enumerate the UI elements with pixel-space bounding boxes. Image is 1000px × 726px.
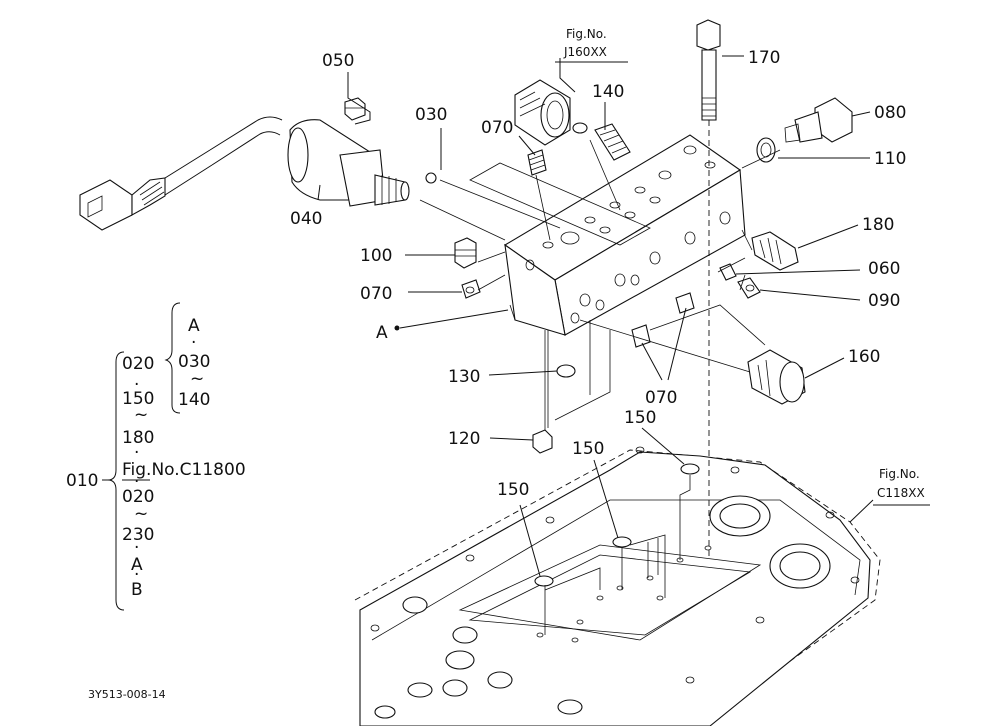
label-150-left: 150 — [497, 480, 529, 500]
plug-070b — [461, 279, 481, 299]
legend-sub-tilde: ~ — [190, 369, 204, 389]
label-130: 130 — [448, 367, 480, 387]
legend-dot: · — [134, 565, 139, 585]
part-labels: 050 030 070 140 170 080 110 040 180 100 … — [290, 48, 906, 500]
legend-item-150: 150 — [122, 389, 154, 409]
label-030: 030 — [415, 105, 447, 125]
legend-dot: · — [191, 333, 196, 353]
plug-070c — [631, 292, 695, 348]
legend-sub-030: 030 — [178, 352, 210, 372]
legend-dot: · — [134, 443, 139, 463]
drawing-code: 3Y513-008-14 — [88, 688, 166, 701]
label-070b: 070 — [360, 284, 392, 304]
legend-item-230: 230 — [122, 525, 154, 545]
legend-item-tilde: ~ — [134, 405, 148, 425]
assembly-legend: 010 020 · 150 ~ 180 · Fig.No.C11800 · 02… — [66, 302, 246, 611]
legend-dot: · — [134, 375, 139, 395]
label-070a: 070 — [481, 118, 513, 138]
legend-dot: · — [134, 538, 139, 558]
bolt-170 — [696, 19, 721, 560]
label-140: 140 — [592, 82, 624, 102]
label-150-middle: 150 — [572, 439, 604, 459]
legend-item-tilde2: ~ — [134, 504, 148, 524]
oring-130 — [556, 364, 576, 378]
oring-150-left — [534, 575, 554, 587]
base-plate — [354, 446, 881, 726]
label-160: 160 — [848, 347, 880, 367]
figref-right-fig: Fig.No. — [879, 467, 920, 481]
oring-150-middle — [612, 536, 632, 548]
oring-150-right — [680, 463, 700, 475]
label-040: 040 — [290, 209, 322, 229]
label-110: 110 — [874, 149, 906, 169]
legend-item-180: 180 — [122, 428, 154, 448]
washer-110 — [756, 137, 776, 163]
plug-070a — [527, 149, 547, 176]
label-180: 180 — [862, 215, 894, 235]
label-100: 100 — [360, 246, 392, 266]
legend-item-020: 020 — [122, 354, 154, 374]
sensor-160 — [747, 349, 806, 405]
label-A: A — [376, 323, 388, 343]
plug-060 — [719, 263, 737, 281]
fitting-180 — [751, 231, 799, 271]
legend-item-A: A — [131, 555, 143, 575]
label-120: 120 — [448, 429, 480, 449]
relief-140 — [594, 123, 631, 161]
dot-A — [394, 325, 400, 331]
filter-100 — [454, 237, 477, 269]
valve-block — [503, 134, 746, 336]
label-080: 080 — [874, 103, 906, 123]
legend-item-020b: 020 — [122, 487, 154, 507]
legend-sub-A: A — [188, 316, 200, 336]
strainer-120 — [532, 429, 553, 454]
legend-item-figc11800: Fig.No.C11800 — [122, 460, 246, 480]
figure-references: Fig.No. J160XX Fig.No. C118XX — [563, 27, 925, 500]
figref-right-num: C118XX — [877, 486, 925, 500]
screw-050 — [344, 97, 366, 121]
label-060: 060 — [868, 259, 900, 279]
solenoid-040 — [79, 116, 410, 231]
guide-lines — [419, 139, 781, 635]
legend-item-B: B — [131, 580, 143, 600]
ball-030 — [425, 172, 437, 184]
sensor-080 — [784, 97, 853, 143]
label-170: 170 — [748, 48, 780, 68]
legend-dot: · — [134, 472, 139, 492]
plug-090 — [737, 277, 761, 299]
label-150-right: 150 — [624, 408, 656, 428]
figref-top-num: J160XX — [563, 45, 607, 59]
figref-top-fig: Fig.No. — [566, 27, 607, 41]
coupler-j160 — [514, 79, 588, 146]
label-090: 090 — [868, 291, 900, 311]
label-070c: 070 — [645, 388, 677, 408]
leader-lines — [317, 55, 930, 577]
label-050: 050 — [322, 51, 354, 71]
legend-sub-140: 140 — [178, 390, 210, 410]
legend-root: 010 — [66, 471, 98, 491]
